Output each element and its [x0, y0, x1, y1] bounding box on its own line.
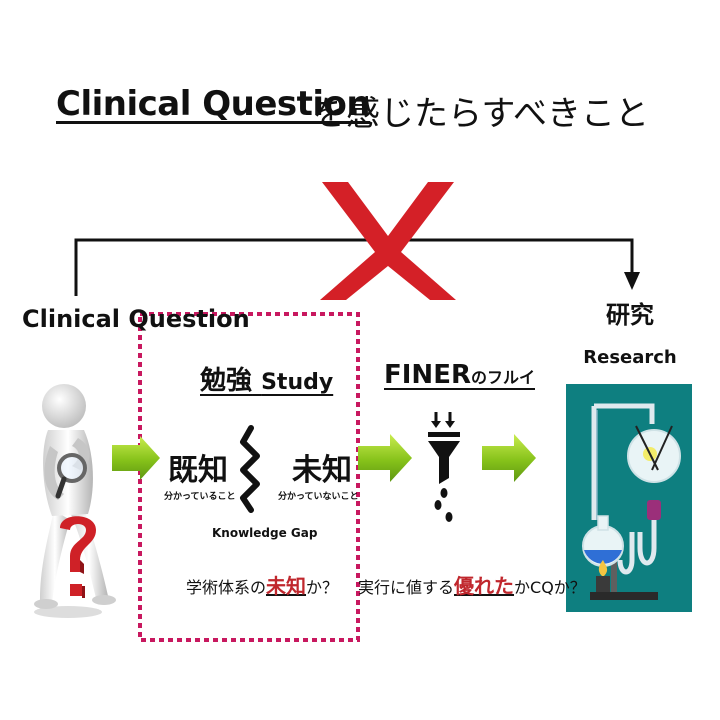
finer-question-post: かCQか？ — [514, 578, 586, 597]
unknown-label: 未知 — [292, 453, 352, 488]
thinking-person-icon — [34, 384, 116, 618]
cross-mark-icon — [320, 182, 456, 300]
finer-title-main: FINER — [384, 360, 471, 390]
finer-question: 実行に値する優れたかCQか？ — [358, 570, 586, 599]
study-title: 勉強 Study — [200, 360, 333, 397]
known-label: 既知 — [168, 453, 228, 488]
green-arrow-icon — [112, 436, 160, 480]
finer-title-suffix: のフルイ — [470, 368, 535, 387]
finer-title: FINERのフルイ — [384, 360, 535, 390]
knowledge-gap-label: Knowledge Gap — [212, 526, 318, 540]
lab-apparatus-icon — [566, 384, 692, 612]
knowledge-gap-icon — [240, 425, 260, 513]
study-title-en: Study — [261, 370, 334, 395]
research-label-en: Research — [583, 347, 677, 368]
finer-question-pre: 実行に値する — [358, 578, 455, 597]
bypass-connector — [74, 238, 640, 296]
research-label-ja: 研究 — [606, 301, 654, 329]
page-title: Clinical Question — [56, 84, 371, 124]
green-arrow-icon — [358, 434, 412, 482]
green-arrow-icon — [482, 434, 536, 482]
study-box — [138, 312, 360, 642]
known-sublabel: 分かっていること — [164, 492, 236, 502]
bypass-arrowhead-icon — [624, 272, 640, 290]
clinical-question-label: Clinical Question — [22, 305, 250, 333]
unknown-sublabel: 分かっていないこと — [278, 492, 359, 502]
funnel-icon — [428, 412, 460, 522]
study-question-emphasis: 未知 — [266, 574, 307, 598]
study-title-ja: 勉強 — [200, 366, 253, 396]
study-question: 学術体系の未知か？ — [186, 570, 338, 599]
page-title-suffix: を感じたらすべきこと — [312, 94, 649, 134]
study-question-post: か？ — [306, 578, 339, 597]
study-question-pre: 学術体系の — [186, 578, 267, 597]
finer-question-emphasis: 優れた — [454, 574, 515, 598]
